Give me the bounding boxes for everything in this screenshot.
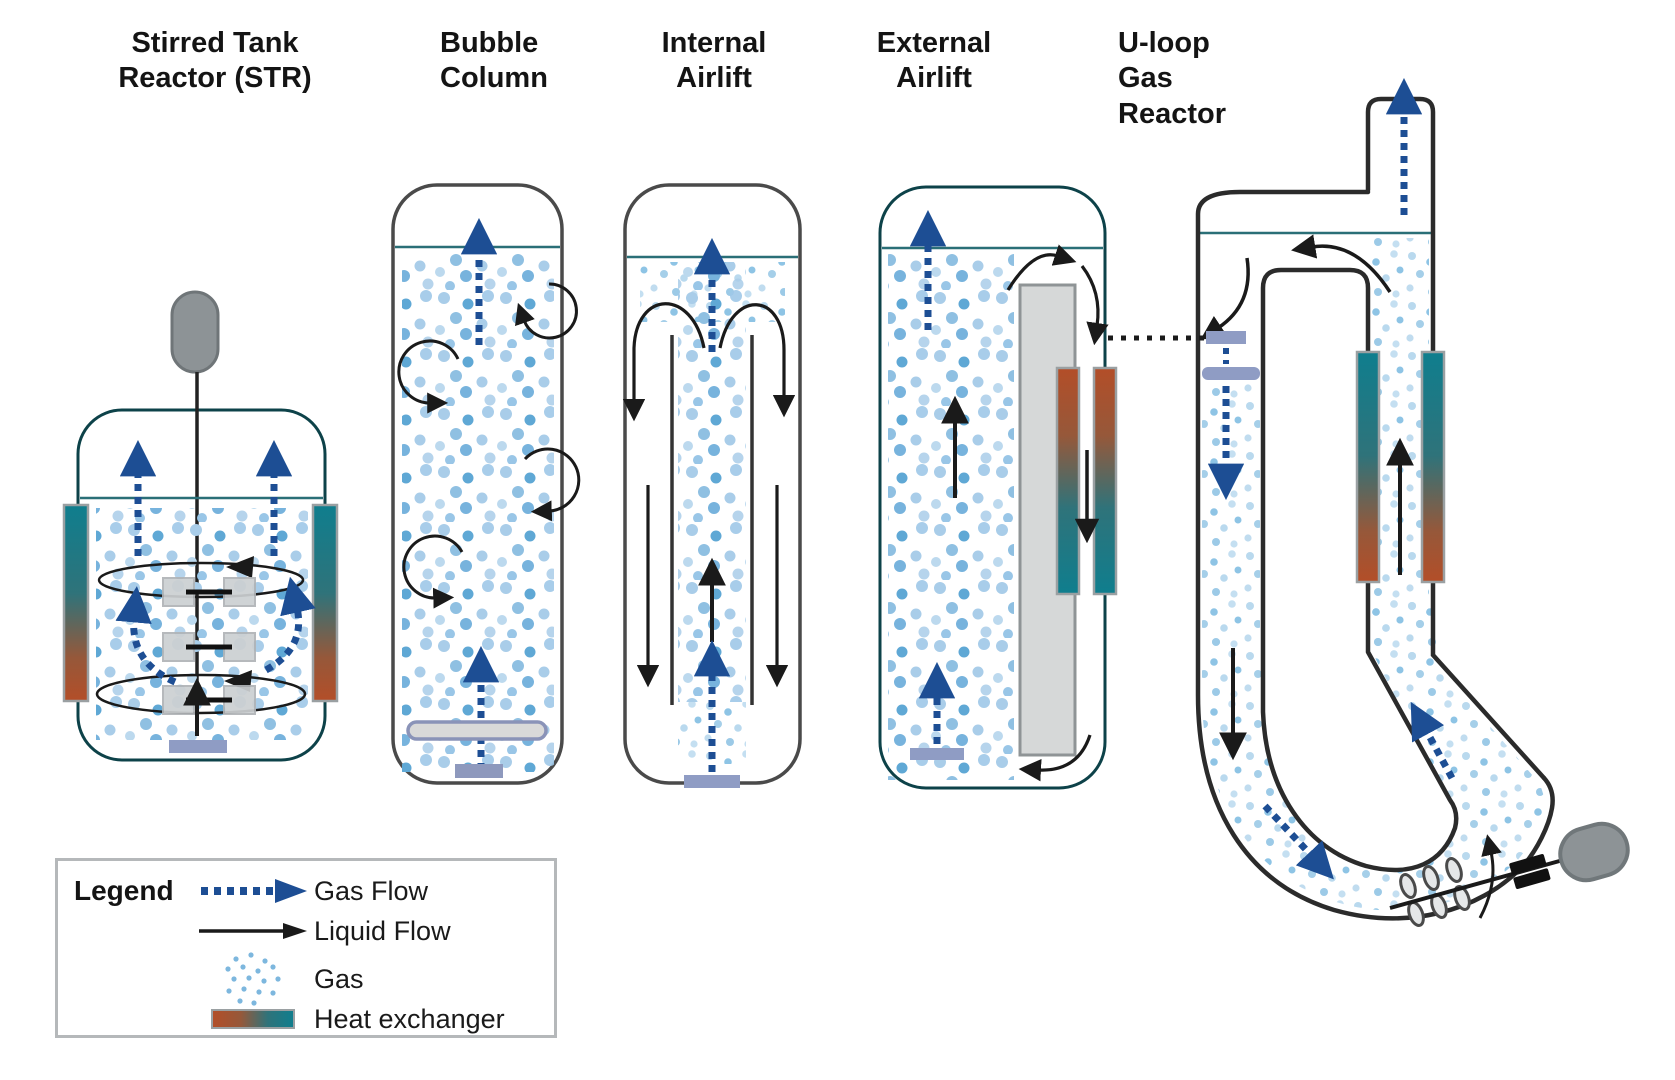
uloop-gas-inlet <box>1206 331 1246 344</box>
str-motor <box>170 290 220 374</box>
uloop-shaft-coupling <box>1509 854 1551 889</box>
str-gas-flow-arrow-curved <box>264 576 316 674</box>
uloop-header-liquid-arrow <box>1291 234 1392 293</box>
bubble-column-swirl-arrow <box>523 447 581 522</box>
str-heat-exchanger-right <box>311 503 339 703</box>
external-airlift-riser-bubbles <box>888 252 1014 780</box>
legend-label-gas: Gas <box>314 963 364 994</box>
external-airlift-heat-exchanger <box>1055 366 1081 596</box>
gas-flow-arrow-icon <box>192 879 314 903</box>
uloop-impeller <box>1399 857 1471 927</box>
uloop-motor <box>1558 821 1630 883</box>
gas-bubbles-icon <box>192 951 314 1007</box>
reactor-uloop <box>1108 77 1630 927</box>
uloop-downcomer-bubbles <box>1202 382 1260 644</box>
bubble-column-gas-inlet <box>455 764 503 778</box>
uloop-outer-wall <box>1195 189 1555 921</box>
reactor-bubble-column <box>391 183 581 785</box>
external-airlift-overflow-arrow <box>1080 265 1109 346</box>
internal-airlift-fountain-arrow-right <box>718 303 796 418</box>
uloop-bend-bubbles <box>1202 600 1547 911</box>
title-uloop-gas-reactor: U-loop Gas Reactor <box>1118 27 1226 130</box>
uloop-heat-exchanger <box>1355 350 1381 584</box>
reactor-internal-airlift <box>622 183 802 788</box>
external-airlift-heat-exchanger <box>1092 366 1118 596</box>
legend: Legend Gas Flow Liquid Flow <box>55 858 557 1038</box>
str-impeller-row <box>162 577 256 607</box>
title-stirred-tank-reactor: Stirred Tank Reactor (STR) <box>118 27 312 95</box>
uloop-downcomer-entry-arrow <box>1200 257 1250 340</box>
str-impeller-row <box>162 632 256 662</box>
str-impellers <box>162 577 256 715</box>
bubble-column-sparger-plate <box>406 720 548 741</box>
external-airlift-sparger <box>910 748 964 760</box>
bubble-column-swirl-arrow <box>402 534 464 609</box>
liquid-flow-arrow-icon <box>192 922 314 940</box>
external-airlift-return-arrow <box>1018 734 1092 782</box>
external-airlift-overflow-arrow <box>1006 244 1077 291</box>
uloop-heat-exchanger <box>1420 350 1446 584</box>
reactor-external-airlift <box>878 185 1118 790</box>
str-circulation-arrowhead-upper <box>226 556 254 578</box>
reactor-str <box>62 290 339 762</box>
heat-exchanger-icon <box>192 1008 314 1030</box>
str-gas-flow-arrow-curved <box>115 586 177 686</box>
title-internal-airlift: Internal Airlift <box>661 27 767 95</box>
str-sparger <box>169 740 227 753</box>
legend-label-gas-flow: Gas Flow <box>314 875 429 906</box>
title-external-airlift: External Airlift <box>876 27 992 95</box>
internal-airlift-fountain-arrow-left <box>622 302 706 422</box>
legend-label-heat-exchanger: Heat exchanger <box>314 1003 505 1034</box>
bubble-column-swirl-arrow <box>515 282 578 340</box>
legend-heading: Legend <box>74 875 174 906</box>
uloop-pump-flow-arrow <box>1478 834 1502 919</box>
title-bubble-column: Bubble Column <box>440 27 548 95</box>
str-heat-exchanger-left <box>62 503 90 703</box>
bubble-column-swirl-arrow <box>397 339 460 414</box>
legend-label-liquid-flow: Liquid Flow <box>314 915 451 946</box>
uloop-bend-gas-arrow <box>1262 803 1334 880</box>
uloop-riser-bubbles <box>1372 238 1429 658</box>
str-circulation-loop-lower <box>95 673 307 715</box>
internal-airlift-sparger <box>684 775 740 788</box>
uloop-static-mixer <box>1202 367 1260 380</box>
uloop-diagonal-gas-arrow <box>1410 701 1456 780</box>
